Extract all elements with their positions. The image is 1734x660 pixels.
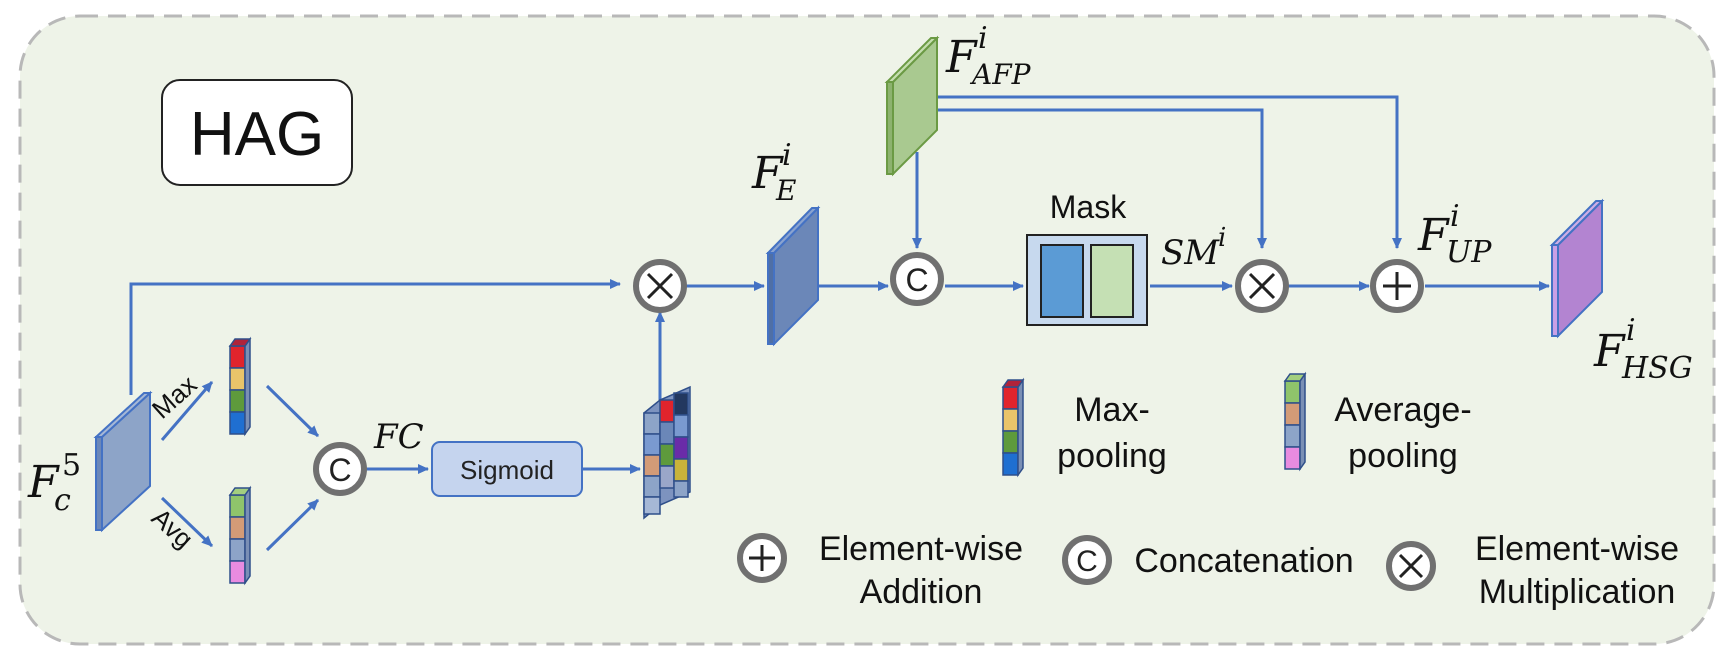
mask-box: Mask <box>1026 189 1148 326</box>
afp-to-multiply <box>922 108 1267 249</box>
legend-avgpool-line1: Average- <box>1334 391 1471 429</box>
svg-text:C: C <box>905 262 928 298</box>
concat-op-1: C <box>313 442 367 496</box>
label-sm: SM i <box>1161 223 1226 273</box>
legend-add-line1: Element-wise <box>819 530 1023 568</box>
label-fup: F UP i <box>1417 199 1492 270</box>
svg-text:HSG: HSG <box>1621 351 1693 386</box>
label-fafp: F AFP i <box>945 21 1032 91</box>
svg-text:UP: UP <box>1446 235 1492 270</box>
avg-arrow <box>160 496 214 548</box>
feature-map-fhsg <box>1549 198 1605 339</box>
sigmoid-label: Sigmoid <box>460 455 554 485</box>
afp-to-add <box>922 95 1402 249</box>
label-fhsg: F HSG i <box>1593 313 1693 386</box>
legend-avgpool-icon <box>1283 371 1307 472</box>
svg-text:i: i <box>1218 223 1226 253</box>
legend: Max- pooling Average- pooling Element-wi… <box>737 371 1679 611</box>
svg-text:F: F <box>751 148 784 199</box>
add-op <box>1370 259 1424 313</box>
page-title: HAG <box>190 100 324 169</box>
avgvec-to-concat <box>265 498 320 552</box>
connections <box>129 95 1550 552</box>
legend-add-icon <box>737 533 787 583</box>
legend-avgpool-line2: pooling <box>1348 437 1458 475</box>
svg-text:F: F <box>1593 326 1626 377</box>
legend-mult-line1: Element-wise <box>1475 530 1679 568</box>
svg-text:i: i <box>782 138 792 173</box>
fc-label: FC <box>373 417 424 457</box>
label-fc5: F c 5 <box>27 448 81 518</box>
feature-map-fc5 <box>93 390 153 533</box>
attention-map <box>643 385 691 520</box>
legend-maxpool-icon <box>1001 377 1025 478</box>
legend-maxpool-line1: Max- <box>1074 391 1150 429</box>
svg-text:i: i <box>1450 199 1460 234</box>
svg-text:AFP: AFP <box>969 58 1032 91</box>
svg-text:i: i <box>978 21 988 56</box>
label-fe: F E i <box>751 138 796 207</box>
avg-pooled-vector <box>228 485 252 586</box>
svg-text:F: F <box>27 457 60 508</box>
legend-add-line2: Addition <box>860 573 983 611</box>
svg-text:C: C <box>1076 545 1098 578</box>
feature-map-fe <box>765 205 821 347</box>
concat-op-2: C <box>890 252 944 306</box>
multiply-op-2 <box>1235 259 1289 313</box>
legend-mult-icon <box>1386 541 1436 591</box>
svg-text:i: i <box>1626 313 1636 348</box>
svg-text:SM: SM <box>1161 233 1220 273</box>
legend-concat-label: Concatenation <box>1134 542 1353 580</box>
maxvec-to-concat <box>265 384 320 438</box>
svg-text:C: C <box>328 452 351 488</box>
multiply-op-1 <box>633 259 687 313</box>
svg-text:5: 5 <box>62 448 81 483</box>
svg-text:c: c <box>54 483 71 518</box>
feature-map-fafp <box>884 35 940 177</box>
svg-text:F: F <box>945 32 978 83</box>
legend-concat-icon: C <box>1062 535 1112 585</box>
mask-label: Mask <box>1050 189 1127 225</box>
legend-mult-line2: Multiplication <box>1479 573 1676 611</box>
max-pooled-vector <box>228 336 252 437</box>
svg-text:F: F <box>1417 210 1450 261</box>
title-box: HAG <box>161 79 353 186</box>
legend-maxpool-line2: pooling <box>1057 437 1167 475</box>
sigmoid-box: Sigmoid <box>431 441 583 497</box>
max-arrow <box>160 381 214 441</box>
skip-arrow <box>129 279 621 395</box>
svg-text:E: E <box>775 174 796 207</box>
